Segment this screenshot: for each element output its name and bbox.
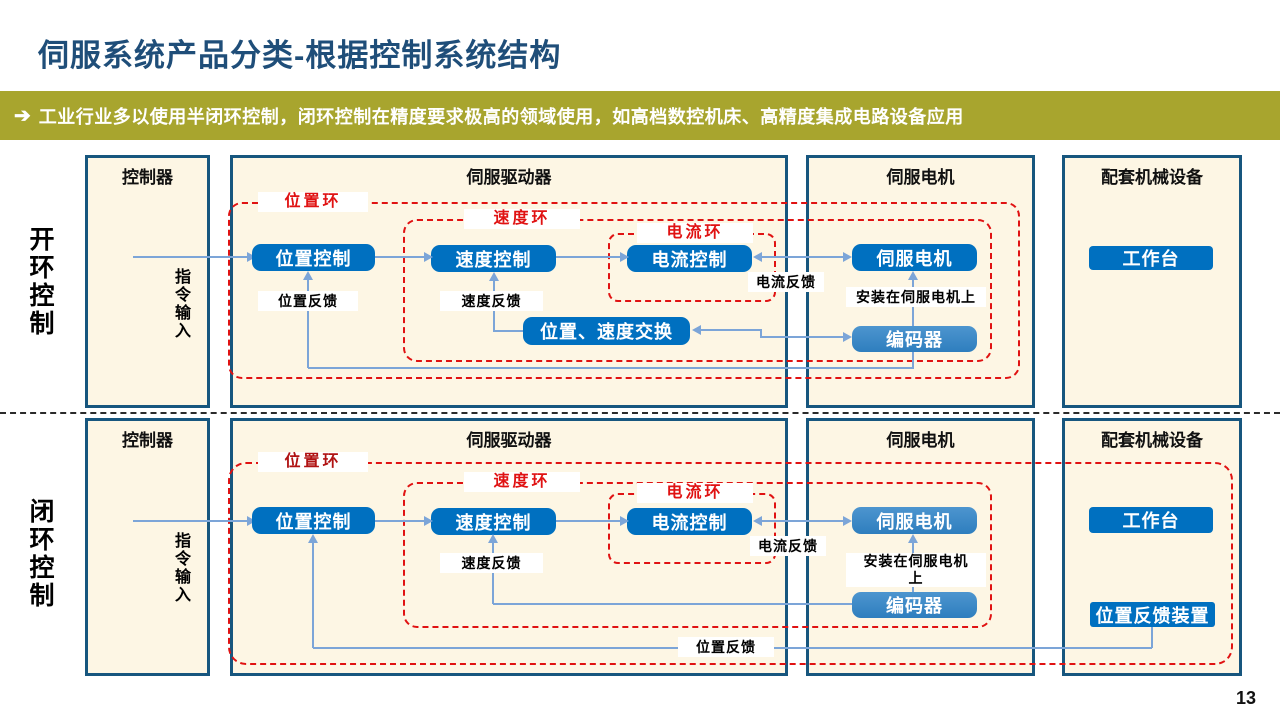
open-speed-feedback-label: 速度反馈	[440, 291, 543, 311]
closed-pos-to-speed-line	[375, 520, 424, 522]
closed-position-feedback-arrowhead	[308, 534, 318, 543]
closed-speed-to-current-arrowhead	[620, 516, 629, 526]
closed-current-feedback-label: 电流反馈	[750, 536, 826, 556]
open-position-feedback-label: 位置反馈	[258, 291, 358, 311]
open-driver-panel-title: 伺服驱动器	[466, 168, 552, 187]
open-position-feedback-vline	[307, 278, 309, 368]
closed-controller-panel: 控制器	[85, 418, 210, 676]
closed-current-control-node: 电流控制	[627, 508, 752, 535]
open-current-motor-line	[762, 256, 843, 258]
open-controller-panel-title: 控制器	[122, 168, 173, 187]
open-encoder-to-exchange-hline	[700, 329, 760, 331]
open-servo-motor-node: 伺服电机	[852, 244, 977, 271]
open-exchange-to-encoder-hline	[760, 336, 844, 338]
banner-text: 工业行业多以使用半闭环控制，闭环控制在精度要求极高的领域使用，如高档数控机床、高…	[38, 106, 964, 127]
open-speed-control-node: 速度控制	[431, 245, 556, 272]
closed-pos-to-speed-arrowhead	[424, 516, 433, 526]
open-pos-to-speed-line	[375, 256, 424, 258]
open-encoder-to-exchange-arrowhead	[692, 325, 701, 335]
open-current-control-node: 电流控制	[627, 245, 752, 272]
closed-servo-motor-node: 伺服电机	[852, 507, 977, 534]
closed-encoder-node: 编码器	[852, 592, 977, 618]
closed-command-arrow-line	[133, 520, 247, 522]
closed-loop-side-label: 闭环控制	[26, 498, 54, 610]
open-position-feedback-drop	[912, 352, 914, 368]
open-current-feedback-arrowhead	[753, 252, 762, 262]
open-controller-panel: 控制器	[85, 155, 210, 408]
open-loop-side-label: 开环控制	[26, 226, 54, 338]
closed-speed-loop-label: 速度环	[464, 472, 580, 492]
open-command-input-label: 指令输入	[172, 268, 189, 340]
open-position-loop-outline	[228, 202, 1020, 379]
open-position-loop-label: 位置环	[258, 192, 368, 212]
open-speed-loop-outline	[403, 219, 992, 362]
closed-driver-panel-title: 伺服驱动器	[466, 431, 552, 450]
closed-position-feedback-device-node: 位置反馈装置	[1090, 602, 1215, 627]
closed-mounted-on-motor-label: 安装在伺服电机 上	[846, 553, 986, 587]
closed-speed-feedback-label: 速度反馈	[440, 553, 543, 573]
open-equipment-panel-title: 配套机械设备	[1101, 168, 1203, 187]
closed-speed-feedback-hline	[493, 603, 852, 605]
page-number: 13	[1235, 688, 1256, 708]
open-current-feedback-label: 电流反馈	[748, 272, 824, 292]
open-into-encoder-arrowhead	[843, 332, 852, 342]
open-speed-to-current-arrowhead	[620, 252, 629, 262]
closed-command-arrowhead	[247, 516, 256, 526]
open-pos-to-speed-arrowhead	[424, 252, 433, 262]
closed-position-loop-label: 位置环	[258, 452, 368, 472]
key-message-banner: ➔ 工业行业多以使用半闭环控制，闭环控制在精度要求极高的领域使用，如高档数控机床…	[0, 91, 1280, 140]
open-command-arrowhead	[247, 252, 256, 262]
open-position-control-node: 位置控制	[252, 244, 375, 271]
open-position-feedback-hline	[308, 367, 914, 369]
closed-controller-panel-title: 控制器	[122, 431, 173, 450]
closed-motor-panel-title: 伺服电机	[886, 431, 955, 450]
closed-mounted-on-motor-line2: 上	[908, 570, 924, 586]
section-divider-dashed-line	[0, 412, 1280, 414]
open-equipment-panel: 配套机械设备	[1062, 155, 1242, 408]
closed-speed-feedback-arrowhead	[488, 534, 498, 543]
closed-motor-panel: 伺服电机	[806, 418, 1035, 676]
open-motor-panel-title: 伺服电机	[886, 168, 955, 187]
open-mounted-on-motor-label: 安装在伺服电机上	[846, 287, 986, 307]
open-encoder-to-exchange-jog	[760, 329, 762, 338]
closed-position-feedback-label: 位置反馈	[678, 637, 774, 657]
open-current-loop-label: 电流环	[637, 223, 753, 243]
open-speed-feedback-hline	[494, 330, 523, 332]
closed-position-control-node: 位置控制	[252, 507, 375, 534]
open-encoder-node: 编码器	[852, 326, 977, 352]
closed-position-loop-outline	[228, 462, 1233, 665]
open-position-feedback-arrowhead	[303, 271, 313, 280]
open-speed-to-current-line	[556, 256, 620, 258]
closed-device-drop-line	[1151, 627, 1153, 648]
closed-command-input-label: 指令输入	[172, 532, 189, 604]
open-speed-loop-label: 速度环	[464, 209, 580, 229]
open-worktable-node: 工作台	[1089, 246, 1213, 270]
closed-mounted-on-motor-line1: 安装在伺服电机	[863, 553, 969, 569]
closed-equipment-panel-title: 配套机械设备	[1101, 431, 1203, 450]
open-speed-feedback-arrowhead	[489, 272, 499, 281]
closed-current-loop-label: 电流环	[637, 483, 753, 503]
closed-speed-control-node: 速度控制	[431, 508, 556, 535]
closed-drive-to-motor-arrowhead	[843, 516, 852, 526]
arrow-bullet-icon: ➔	[14, 105, 31, 127]
open-motor-panel: 伺服电机	[806, 155, 1035, 408]
open-pos-speed-exchange-node: 位置、速度交换	[523, 317, 690, 345]
open-command-arrow-line	[133, 256, 247, 258]
closed-worktable-node: 工作台	[1089, 507, 1213, 533]
page-title: 伺服系统产品分类-根据控制系统结构	[38, 38, 562, 73]
closed-position-feedback-vline	[312, 541, 314, 648]
open-encoder-to-motor-arrowhead	[908, 271, 918, 280]
closed-encoder-to-motor-arrowhead	[908, 534, 918, 543]
closed-speed-to-current-line	[556, 520, 620, 522]
open-drive-to-motor-arrowhead	[843, 252, 852, 262]
closed-current-motor-line	[762, 520, 843, 522]
closed-current-feedback-arrowhead	[753, 516, 762, 526]
